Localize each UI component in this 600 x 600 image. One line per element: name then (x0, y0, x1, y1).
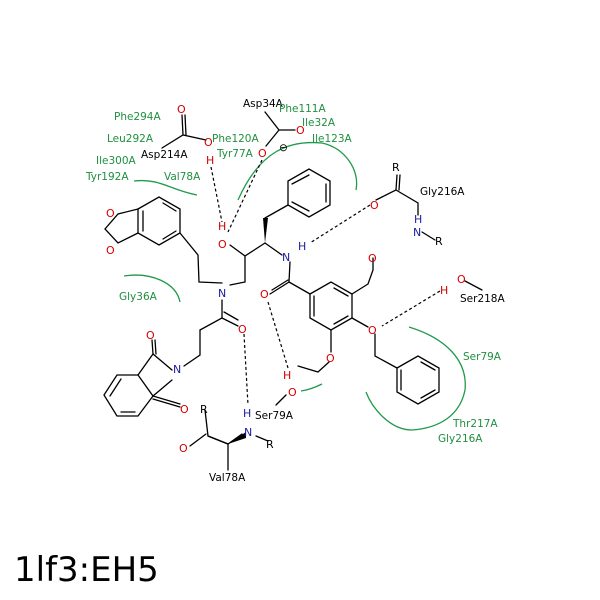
label-tyr192: Tyr192A (85, 171, 129, 183)
label-phe120: Phe120A (212, 133, 259, 145)
label-ile300: Ile300A (96, 155, 137, 167)
residue-labels: Asp34A Phe294A Phe111A Ile32A Leu292A Ph… (85, 98, 505, 484)
hydrophobic-arcs (123, 141, 466, 431)
arc-gly36 (123, 274, 181, 303)
hbond-ser79 (267, 301, 289, 369)
hbond-val78 (243, 333, 249, 406)
label-ile32: Ile32A (302, 117, 336, 129)
label-ile123: Ile123A (312, 133, 353, 145)
phthalimide-oxygen-top: O (146, 329, 155, 342)
hbond-gly216 (309, 204, 371, 244)
label-asp214: Asp214A (141, 149, 188, 161)
ser218-oxygen: O (457, 273, 466, 286)
label-gly216-hbond: Gly216A (420, 186, 465, 198)
asp214-oxygen-oh: O (204, 136, 213, 149)
val78-hydrogen: H (243, 407, 251, 420)
gly216-nitrogen: N (413, 226, 421, 239)
label-gly216-hydrophobic: Gly216A (438, 433, 483, 445)
arc-top-pocket (237, 141, 358, 201)
val78-nitrogen: N (244, 426, 252, 439)
label-ser79-hbond: Ser79A (255, 410, 294, 422)
label-ser79-hydrophobic: Ser79A (463, 351, 502, 363)
asp34-oxygen-left: O (258, 147, 267, 160)
label-ser218: Ser218A (460, 293, 505, 305)
benzamide-oxygen: O (260, 288, 269, 301)
label-val78-hydrophobic: Val78A (164, 171, 201, 183)
hbond-asp214 (210, 166, 223, 223)
dioxole-oxygen-top: O (106, 207, 115, 220)
val78-oxygen: O (179, 442, 188, 455)
hbond-ser218 (381, 290, 441, 327)
gly216-r-top: R (392, 161, 400, 174)
amide-hydrogen: H (298, 240, 306, 253)
amine-nitrogen: N (218, 287, 226, 300)
ser79-hydrogen: H (283, 369, 291, 382)
label-phe294: Phe294A (114, 111, 161, 123)
atom-labels: O O O H N N H O O O O O N O O O O H O O … (106, 103, 466, 455)
label-asp34: Asp34A (243, 98, 284, 110)
benzyloxy-oxygen: O (368, 324, 377, 337)
hydroxyl-oxygen: O (218, 238, 227, 251)
ser79-oxygen: O (288, 386, 297, 399)
label-thr217: Thr217A (452, 418, 498, 430)
dioxole-oxygen-bottom: O (106, 244, 115, 257)
asp214-hydrogen: H (206, 154, 214, 167)
gly216-hydrogen: H (414, 213, 422, 226)
label-val78-hbond: Val78A (209, 472, 246, 484)
methoxy-oxygen-bottom: O (326, 352, 335, 365)
val78-r-top: R (200, 403, 208, 416)
methoxy-oxygen-top: O (368, 252, 377, 265)
residue-fragments (161, 111, 483, 471)
arc-tyr192 (133, 179, 198, 196)
asp34-oxygen-right: O (296, 124, 305, 137)
acyl-oxygen: O (238, 323, 247, 336)
hbond-asp34 (227, 159, 263, 233)
phthalimide-oxygen-bottom: O (180, 403, 189, 416)
arc-ser79 (300, 383, 323, 392)
label-gly36: Gly36A (119, 291, 158, 303)
gly216-r-bottom: R (435, 235, 443, 248)
hydroxyl-hydrogen: H (218, 220, 226, 233)
val78-r-right: R (266, 438, 274, 451)
asp34-charge: ⊖ (279, 142, 288, 154)
label-phe111: Phe111A (279, 103, 326, 115)
hydrogen-bonds (210, 159, 441, 406)
arc-thr217 (365, 326, 466, 431)
diagram-title: 1lf3:EH5 (14, 550, 159, 590)
label-tyr77: Tyr77A (216, 148, 254, 160)
amide-nitrogen: N (282, 251, 290, 264)
label-leu292: Leu292A (107, 133, 154, 145)
phthalimide-nitrogen: N (173, 363, 181, 376)
ligand-bonds (103, 168, 440, 417)
ser218-hydrogen: H (440, 284, 448, 297)
asp214-oxygen-top: O (177, 103, 186, 116)
gly216-oxygen: O (370, 199, 379, 212)
